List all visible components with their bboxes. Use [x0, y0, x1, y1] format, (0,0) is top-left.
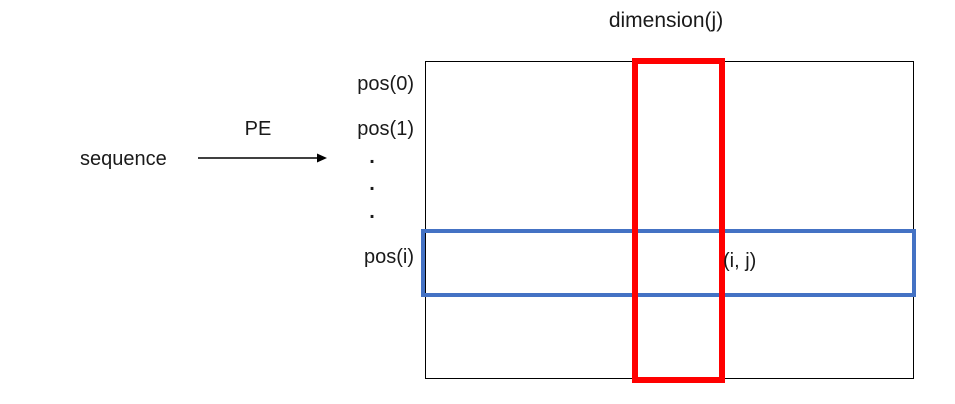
cell-ij-label: (i, j) — [723, 250, 757, 272]
row-label-pos-1: pos(1) — [357, 118, 414, 140]
column-j-highlight-rect — [632, 58, 725, 383]
row-label-pos-i: pos(i) — [363, 246, 414, 268]
row-ellipsis-dot-2: . — [369, 173, 375, 195]
row-i-highlight-rect — [421, 229, 916, 297]
pe-transform-label: PE — [244, 118, 272, 140]
row-label-pos-0: pos(0) — [357, 73, 414, 95]
row-ellipsis-dot-3: . — [369, 201, 375, 223]
dimension-axis-label: dimension(j) — [608, 9, 724, 32]
row-ellipsis-dot-1: . — [369, 146, 375, 168]
sequence-label: sequence — [80, 148, 167, 170]
pe-arrow — [198, 153, 327, 163]
